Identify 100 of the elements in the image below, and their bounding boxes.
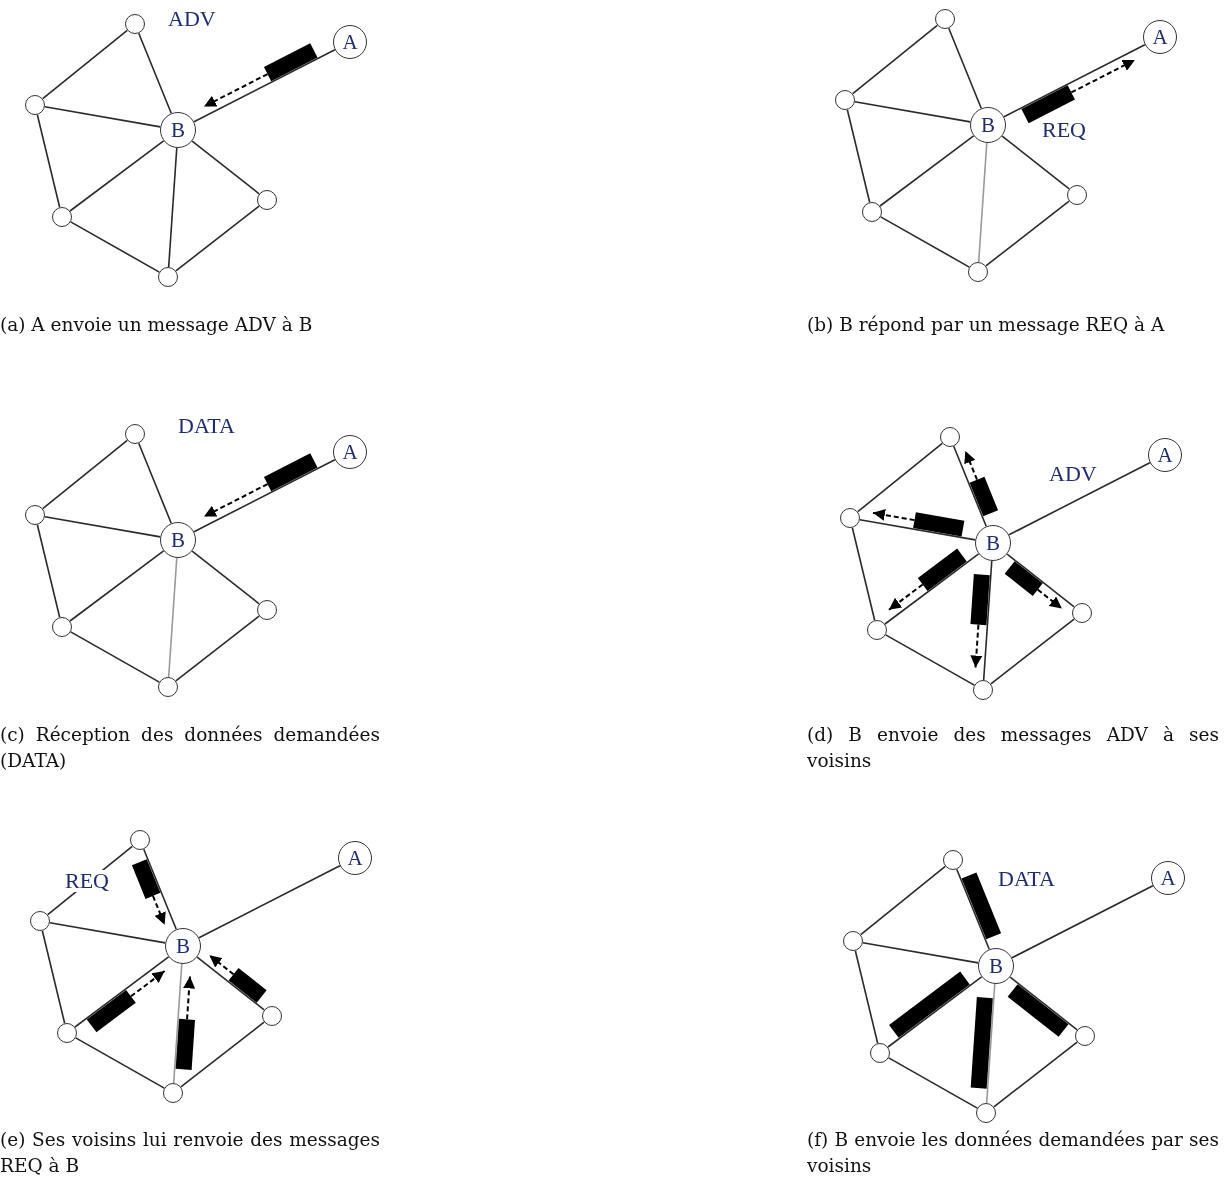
labeled-node-circle: A (333, 25, 367, 59)
circle-node (843, 931, 863, 951)
link-line (859, 518, 977, 541)
labeled-node-circle: A (338, 841, 372, 875)
message-bar (889, 971, 970, 1038)
link-line (36, 113, 61, 209)
message-arrow (203, 43, 318, 108)
link-line (846, 108, 871, 204)
link-line (191, 140, 260, 195)
labeled-node-circle: A (1151, 861, 1185, 895)
link-line (1008, 461, 1151, 536)
link-line (193, 48, 336, 123)
link-line (74, 956, 170, 1028)
figure-caption: (a) A envoie un message ADV à B (0, 313, 314, 337)
link-line (180, 1021, 265, 1088)
link-line (993, 1041, 1078, 1108)
message-arrow (1004, 561, 1063, 610)
link-line (879, 135, 975, 207)
link-line (36, 523, 61, 619)
link-line (1011, 884, 1154, 959)
link-line (856, 442, 944, 513)
circle-node (125, 14, 145, 34)
link-line (884, 634, 976, 686)
circle-node (52, 207, 72, 227)
circle-node (262, 1006, 282, 1026)
link-line (990, 618, 1075, 685)
link-line (1003, 43, 1146, 118)
circle-node (943, 850, 963, 870)
link-line (49, 921, 167, 944)
circle-node (940, 427, 960, 447)
link-line (69, 550, 165, 622)
link-line (69, 140, 165, 212)
labeled-node-circle: B (160, 112, 196, 148)
circle-node (867, 620, 887, 640)
circle-node (968, 262, 988, 282)
circle-node (835, 90, 855, 110)
link-line (854, 100, 972, 123)
message-arrow (131, 859, 166, 926)
link-line (887, 1057, 979, 1109)
link-line (44, 515, 162, 538)
circle-node (976, 1103, 996, 1123)
link-line (859, 865, 947, 936)
message-arrow (871, 509, 965, 537)
labeled-node-circle: B (165, 928, 201, 964)
circle-node (25, 95, 45, 115)
message-bar (1007, 984, 1069, 1037)
circle-node (257, 600, 277, 620)
circle-node (1075, 1026, 1095, 1046)
link-line (198, 864, 341, 939)
labeled-node-circle: A (333, 435, 367, 469)
figure-caption: (f) B envoie les données demandées par ses voisins (807, 1128, 1219, 1178)
figure-caption: (b) B répond par un message REQ à A (807, 313, 1166, 337)
link-line (887, 976, 983, 1048)
message-arrow (970, 574, 990, 669)
labeled-node-circle: B (160, 522, 196, 558)
labeled-node-circle: A (1143, 20, 1177, 54)
link-line (879, 216, 971, 268)
figure-caption: (e) Ses voisins lui renvoie des messages REQ à B (0, 1128, 380, 1178)
circle-node (130, 830, 150, 850)
link-line (862, 941, 980, 964)
link-line (167, 147, 178, 268)
link-line (41, 929, 66, 1025)
circle-node (1067, 185, 1087, 205)
link-line (172, 963, 183, 1084)
circle-node (125, 424, 145, 444)
link-line (137, 32, 173, 115)
link-line (854, 949, 879, 1045)
message-bar (961, 872, 1002, 940)
labeled-node-circle: B (975, 525, 1011, 561)
circle-node (257, 190, 277, 210)
message-arrow (887, 548, 967, 611)
figure-caption: (c) Réception des données demandées (DATA) (0, 723, 380, 773)
circle-node (862, 202, 882, 222)
link-line (41, 29, 129, 100)
message-arrow (208, 954, 267, 1003)
link-line (952, 445, 988, 528)
link-line (851, 526, 876, 622)
circle-node (52, 617, 72, 637)
message-arrow (175, 975, 196, 1070)
link-line (74, 1037, 166, 1089)
link-line (1009, 976, 1078, 1031)
link-line (175, 615, 260, 682)
link-line (977, 142, 988, 263)
link-line (985, 200, 1070, 267)
circle-node (57, 1023, 77, 1043)
message-arrow (1021, 58, 1136, 124)
link-line (69, 631, 161, 683)
link-line (985, 983, 996, 1104)
circle-node (163, 1083, 183, 1103)
link-line (196, 956, 265, 1011)
circle-node (840, 508, 860, 528)
link-line (167, 557, 178, 678)
message-bar (970, 997, 993, 1089)
link-line (191, 550, 260, 605)
figure-caption: (d) B envoie des messages ADV à ses voisins (807, 723, 1219, 773)
circle-node (870, 1043, 890, 1063)
link-line (137, 442, 173, 525)
labeled-node-circle: B (978, 948, 1014, 984)
link-line (884, 553, 980, 625)
link-line (947, 27, 983, 110)
